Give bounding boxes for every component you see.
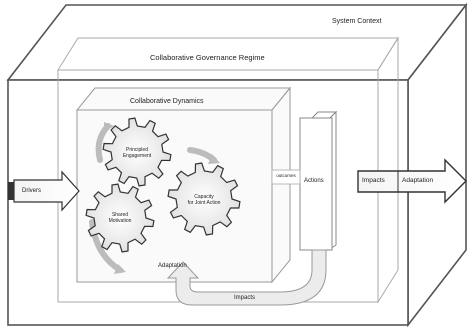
gears-group xyxy=(85,117,241,253)
feedback-arrow xyxy=(166,249,327,306)
dynamics-label: Collaborative Dynamics xyxy=(130,98,204,105)
impacts-bottom-label: Impacts xyxy=(234,295,256,301)
gear-capacity xyxy=(167,162,241,236)
actions-label: Actions xyxy=(304,178,324,184)
adaptation-bottom-label: Adaptation xyxy=(158,263,187,269)
adaptation-right-label: Adaptation xyxy=(402,177,434,184)
actions-box xyxy=(299,110,338,251)
gear-label-shared-motivation: Shared Motivation xyxy=(108,212,132,225)
outcomes-label: outcomes xyxy=(276,173,296,178)
impacts-right-label: Impacts xyxy=(362,177,385,184)
drivers-label: Drivers xyxy=(22,188,41,194)
impacts-adaptation-arrow xyxy=(357,158,467,204)
gear-shared-motivation xyxy=(85,183,155,253)
cycle-arrowheads xyxy=(104,122,220,274)
system-context-label: System Context xyxy=(332,18,382,25)
drivers-arrow xyxy=(8,170,80,212)
gear-label-principled-engagement: Principled Engagement xyxy=(122,147,152,160)
gear-principled-engagement xyxy=(102,117,172,187)
outcomes-connector xyxy=(271,169,301,185)
regime-label: Collaborative Governance Regime xyxy=(150,53,265,62)
gear-label-capacity: Capacity for Joint Action xyxy=(187,194,221,207)
